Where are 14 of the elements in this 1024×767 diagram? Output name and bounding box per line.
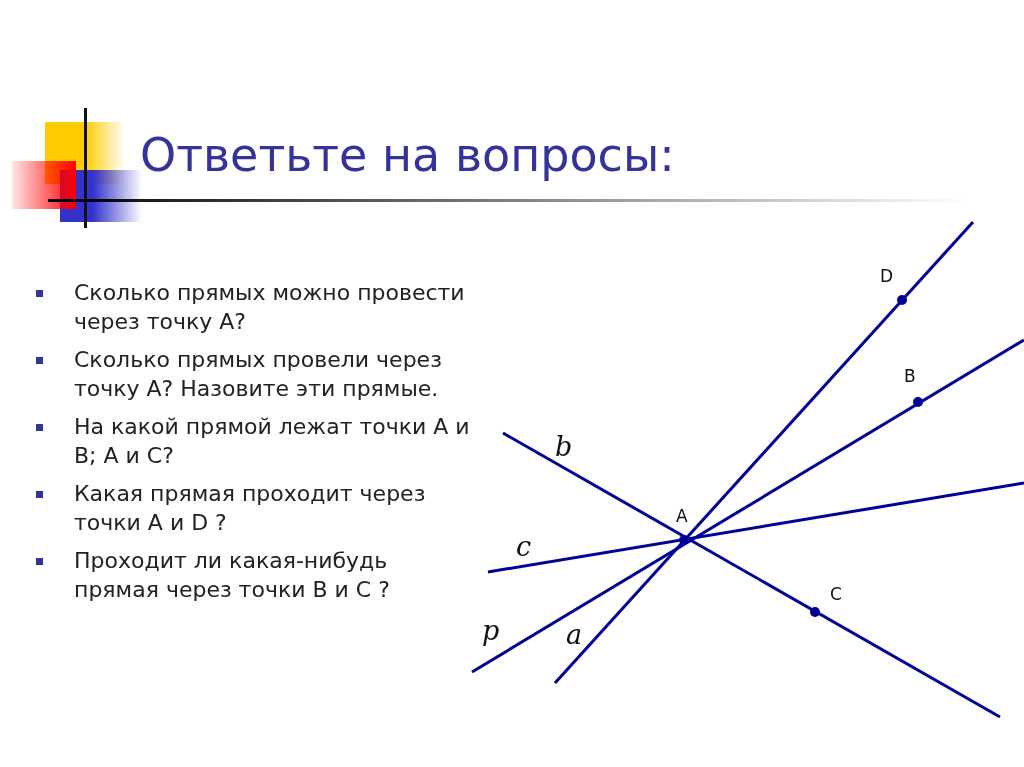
slide-title: Ответьте на вопросы: xyxy=(140,128,675,182)
point-label: B xyxy=(904,366,916,386)
line-name: c xyxy=(516,532,532,562)
point-label: C xyxy=(830,584,842,604)
question-text: На какой прямой лежат точки А и В; А и С? xyxy=(74,414,470,468)
question-text: Проходит ли какая-нибудь прямая через точки В и С ? xyxy=(74,548,390,602)
question-text: Какая прямая проходит через точки А и D ? xyxy=(74,481,426,535)
question-text: Сколько прямых провели через точку А? Назовите эти прямые. xyxy=(74,347,442,401)
line-name: p xyxy=(482,616,500,646)
point-label: A xyxy=(676,506,688,526)
line-name: a xyxy=(566,620,583,650)
line-name: b xyxy=(555,432,573,462)
point-label: D xyxy=(880,266,894,286)
question-text: Сколько прямых можно провести через точку А? xyxy=(74,280,465,334)
